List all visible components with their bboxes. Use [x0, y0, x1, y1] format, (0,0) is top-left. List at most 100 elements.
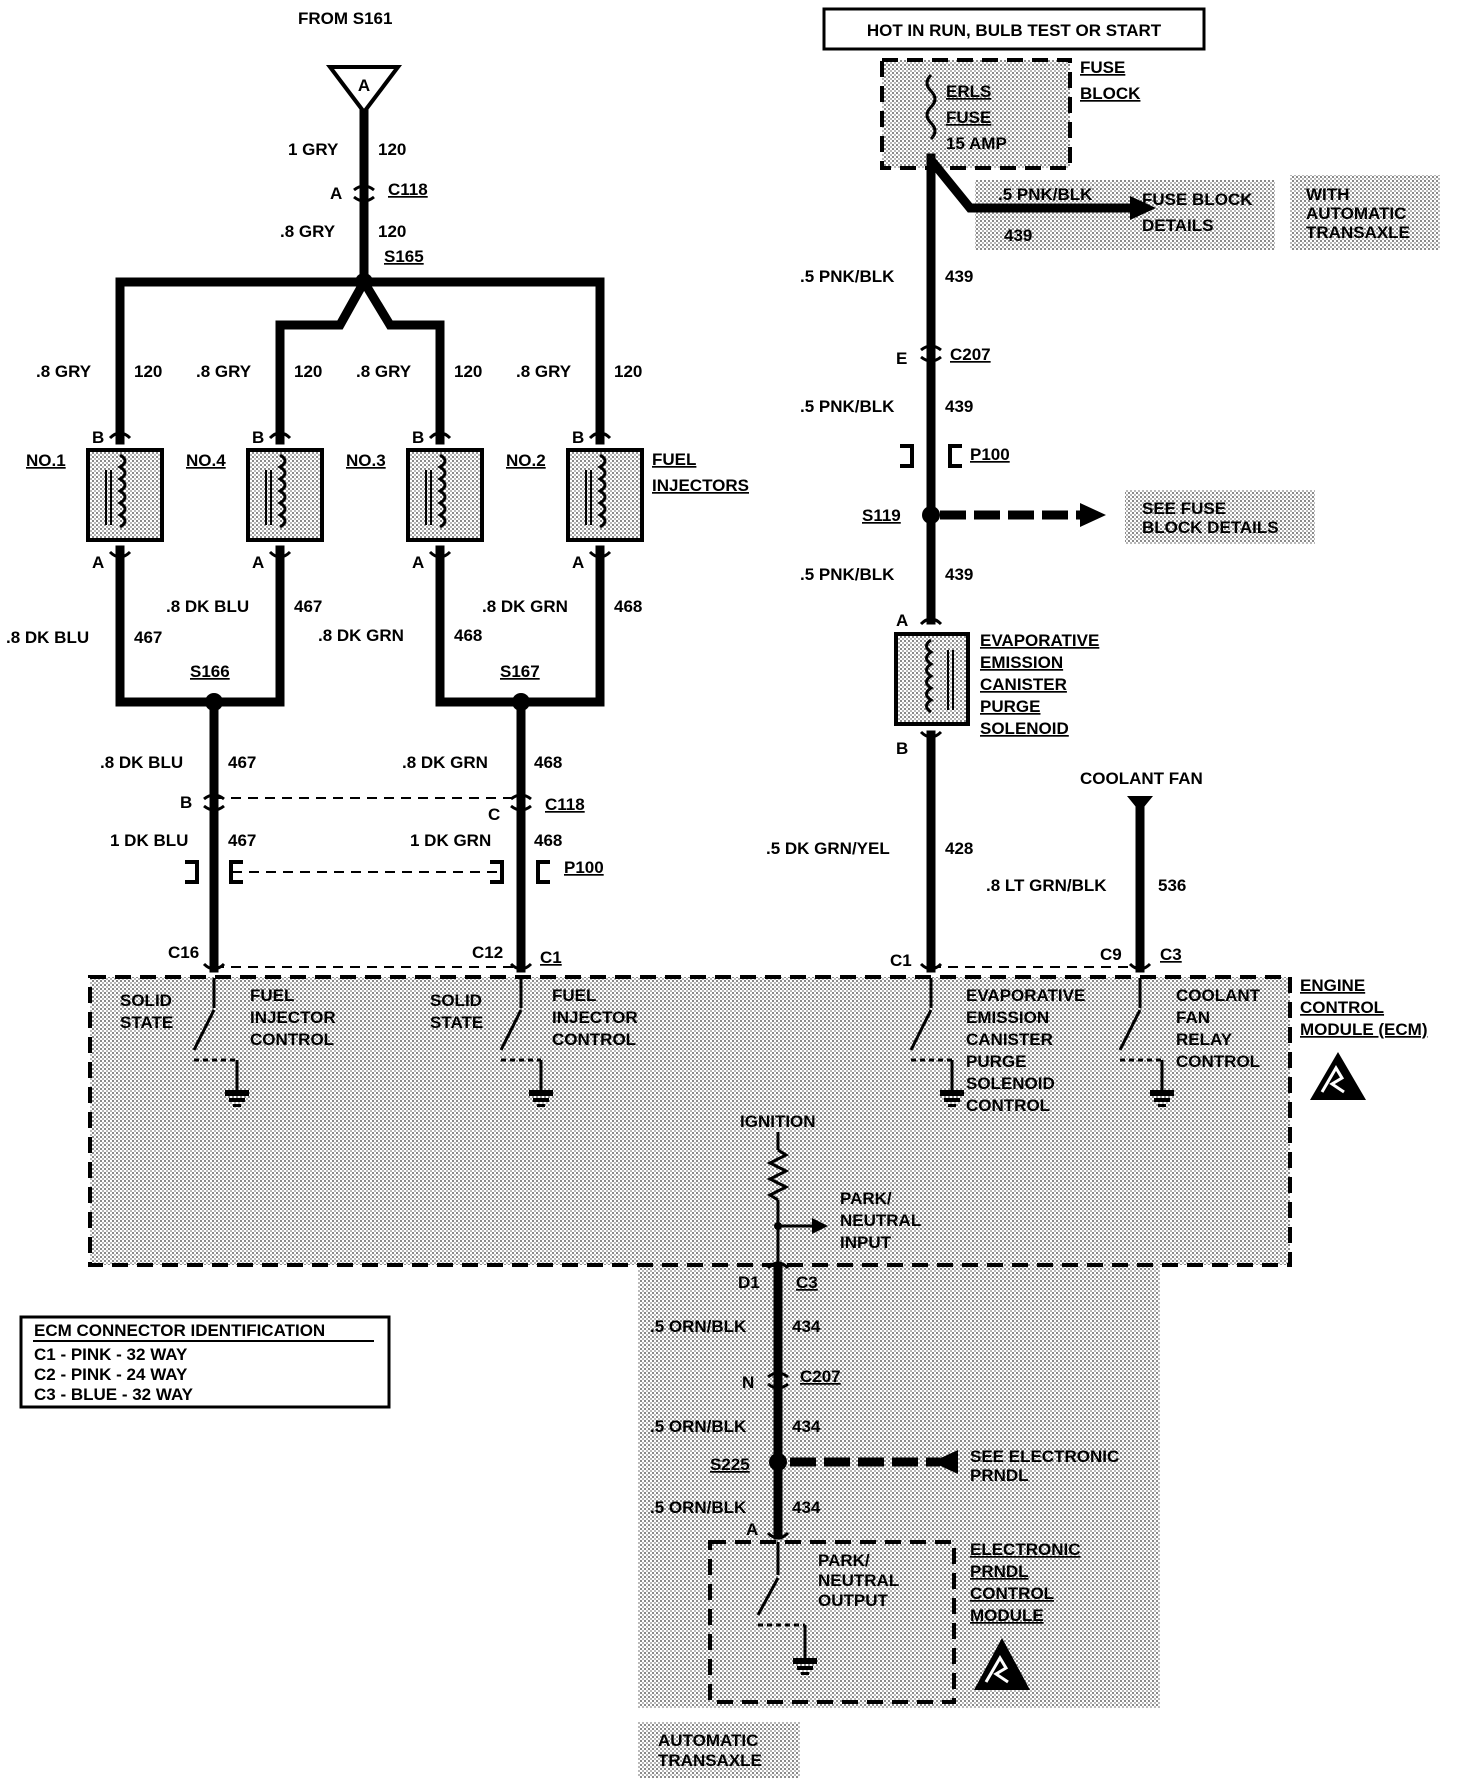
circuit-number: 434: [792, 1498, 821, 1517]
injector-no2: [566, 448, 644, 542]
circuit-number: 468: [534, 753, 562, 772]
prndl-module-label: MODULE: [970, 1606, 1044, 1625]
auto-transaxle-label: TRANSAXLE: [658, 1751, 762, 1770]
pin-label: B: [180, 793, 192, 812]
circuit-number: 536: [1158, 876, 1186, 895]
power-label: HOT IN RUN, BULB TEST OR START: [867, 21, 1162, 40]
wire-label: .5 PNK/BLK: [800, 565, 895, 584]
circuit-number: 120: [294, 362, 322, 381]
wire-label: .5 ORN/BLK: [650, 1498, 747, 1517]
driver-label: CONTROL: [1176, 1052, 1260, 1071]
bottom-labels: D1 C3 .5 ORN/BLK 434 N C207 .5 ORN/BLK 4…: [650, 1273, 1119, 1770]
pin-label: C: [488, 805, 500, 824]
fuse-block-details: DETAILS: [1142, 216, 1213, 235]
splice-s167: [512, 693, 530, 711]
circuit-number: 120: [134, 362, 162, 381]
splice-label: S225: [710, 1455, 750, 1474]
fuse-block-label: BLOCK: [1080, 84, 1141, 103]
connector-label: C3: [796, 1273, 818, 1292]
fuse-label: FUSE: [946, 108, 991, 127]
power-label-box: [822, 7, 1206, 51]
wire-label: .8 DK GRN: [482, 597, 568, 616]
fuse-label: 15 AMP: [946, 134, 1007, 153]
park-neutral-input-label: PARK/: [840, 1189, 892, 1208]
wire-label: .8 DK BLU: [100, 753, 183, 772]
connector-label: C118: [388, 180, 428, 199]
wire-label: 1 DK GRN: [410, 831, 491, 850]
park-neutral-output-label: OUTPUT: [818, 1591, 889, 1610]
pin-label: A: [572, 553, 584, 572]
connector-label: C207: [800, 1367, 841, 1386]
solenoid-label: PURGE: [980, 697, 1040, 716]
driver-label: STATE: [120, 1013, 173, 1032]
driver-label: CANISTER: [966, 1030, 1053, 1049]
ignition-node: [774, 1222, 782, 1230]
pin-label: N: [742, 1373, 754, 1392]
driver-label: SOLID: [430, 991, 482, 1010]
driver-label: INJECTOR: [552, 1008, 638, 1027]
splice-s166: [205, 693, 223, 711]
circuit-number: 467: [134, 628, 162, 647]
ecm-pin-label: C12: [472, 943, 503, 962]
esd-warning-icon-2: [974, 1638, 1030, 1690]
injector-name: NO.1: [26, 451, 66, 470]
circuit-number: 468: [534, 831, 562, 850]
fuse-block-box: [880, 58, 1072, 170]
wire-label: 1 DK BLU: [110, 831, 188, 850]
circuit-number: 468: [614, 597, 642, 616]
circuit-number: 428: [945, 839, 973, 858]
fuel-injectors-label: INJECTORS: [652, 476, 749, 495]
ecm-connector-id-row: C3 - BLUE - 32 WAY: [34, 1385, 194, 1404]
circuit-number: 120: [614, 362, 642, 381]
ecm-pin-label: C16: [168, 943, 199, 962]
auto-transaxle-label-shade: [638, 1722, 800, 1778]
auto-transaxle-region: [638, 1262, 1160, 1708]
injector-name: NO.3: [346, 451, 386, 470]
wire-label: .8 GRY: [196, 362, 252, 381]
driver-label: FUEL: [552, 986, 596, 1005]
circuit-number: 439: [945, 397, 973, 416]
park-neutral-output-label: PARK/: [818, 1551, 870, 1570]
prndl-module-box: [708, 1540, 956, 1704]
driver-label: COOLANT: [1176, 986, 1261, 1005]
pin-label: A: [746, 1520, 758, 1539]
wire-label: .5 DK GRN/YEL: [766, 839, 890, 858]
ecm-name: CONTROL: [1300, 998, 1384, 1017]
park-neutral-input-label: NEUTRAL: [840, 1211, 921, 1230]
fuse-block-details: FUSE BLOCK: [1142, 190, 1253, 209]
wire-label: .8 LT GRN/BLK: [986, 876, 1107, 895]
splice-label: S165: [384, 247, 424, 266]
fuse-block-label: FUSE: [1080, 58, 1125, 77]
pin-label: B: [92, 428, 104, 447]
wire-label: .8 GRY: [280, 222, 336, 241]
prndl-module-label: ELECTRONIC: [970, 1540, 1081, 1559]
p100-brackets: [185, 444, 962, 884]
driver-label: SOLID: [120, 991, 172, 1010]
injector-no4: [246, 448, 324, 542]
right-wires: [926, 153, 1156, 973]
driver-label: FAN: [1176, 1008, 1210, 1027]
wire-label: .8 GRY: [36, 362, 92, 381]
injector-name: NO.4: [186, 451, 226, 470]
driver-label: EMISSION: [966, 1008, 1049, 1027]
wire-label: .8 DK GRN: [402, 753, 488, 772]
wire-label: .8 GRY: [516, 362, 572, 381]
wire-label: .8 DK GRN: [318, 626, 404, 645]
right-labels: FUSE BLOCK ERLS FUSE 15 AMP .5 PNK/BLK 4…: [766, 58, 1410, 970]
ecm-pin-label: C1: [890, 951, 912, 970]
circuit-number: 467: [294, 597, 322, 616]
driver-label: SOLENOID: [966, 1074, 1055, 1093]
splice-s165: [355, 273, 373, 291]
ecm-pin-label: C9: [1100, 945, 1122, 964]
with-auto-label: TRANSAXLE: [1306, 223, 1410, 242]
wire-label: .8 GRY: [356, 362, 412, 381]
splice-label: S167: [500, 662, 540, 681]
pin-label: B: [412, 428, 424, 447]
solenoid-label: EMISSION: [980, 653, 1063, 672]
ecm-connector-id-row: C2 - PINK - 24 WAY: [34, 1365, 188, 1384]
p100-label: P100: [970, 445, 1010, 464]
circuit-number: 434: [792, 1317, 821, 1336]
wire-label: .5 ORN/BLK: [650, 1417, 747, 1436]
driver-label: CONTROL: [966, 1096, 1050, 1115]
